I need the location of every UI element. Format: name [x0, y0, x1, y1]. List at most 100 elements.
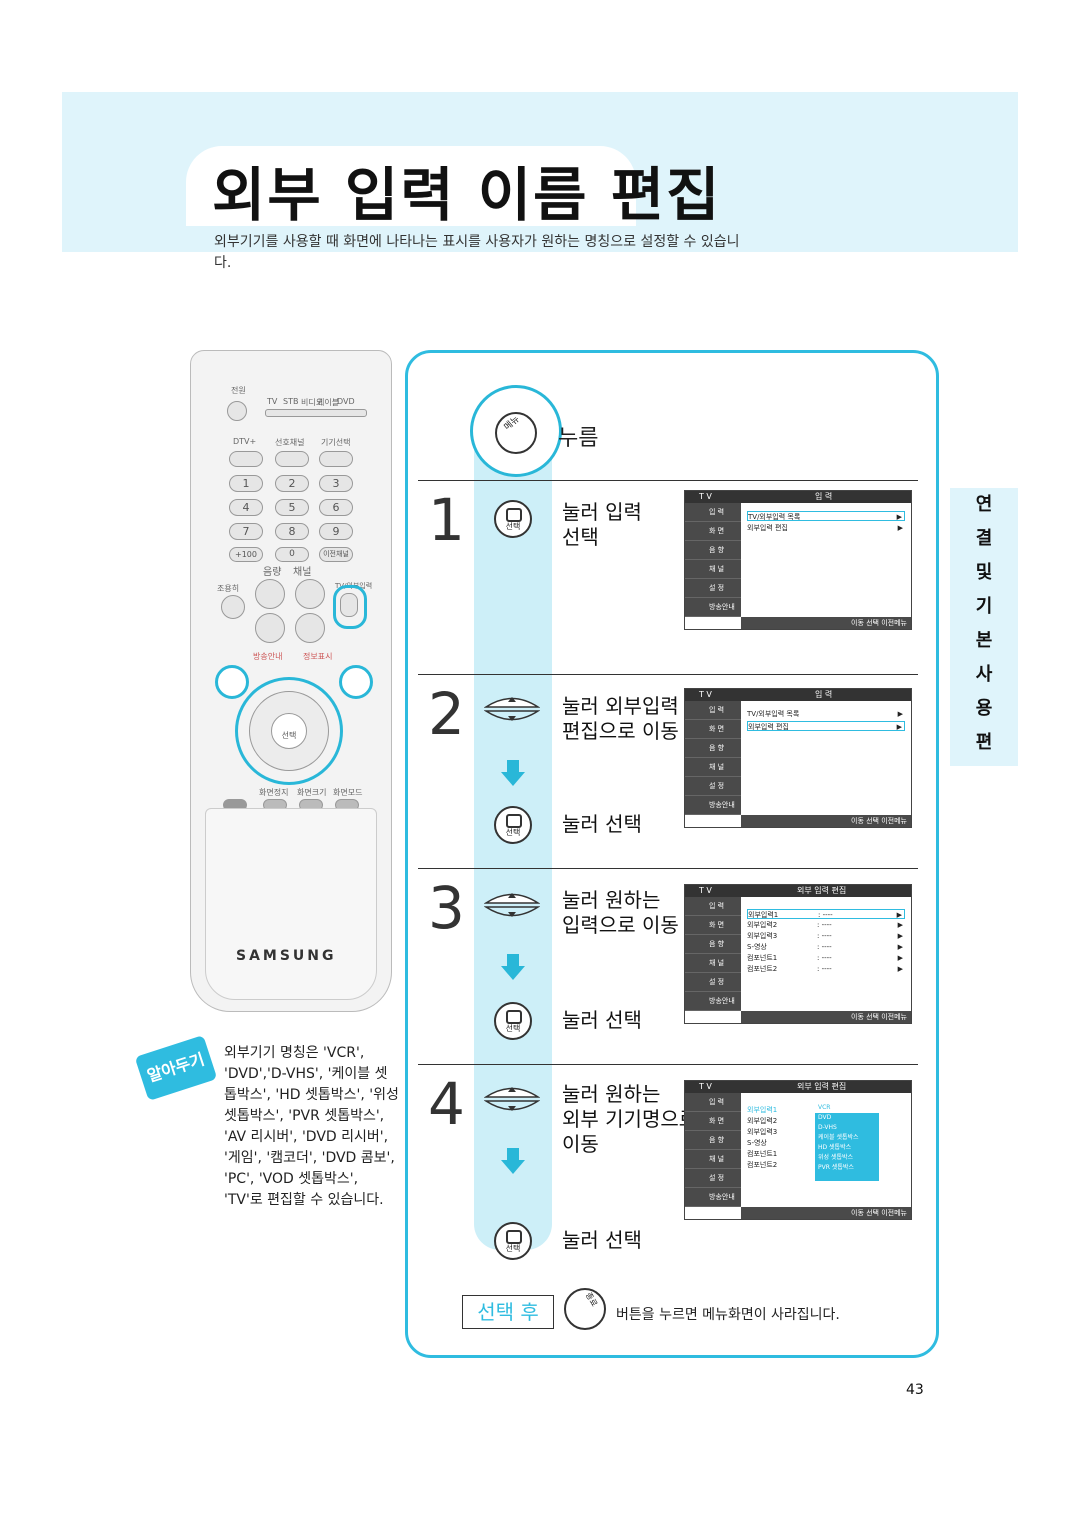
step2-divider	[418, 674, 918, 675]
remote-lower-cover	[205, 808, 377, 1000]
prev-channel-button: 이전채널	[319, 547, 353, 562]
after-select-text: 버튼을 누르면 메뉴화면이 사라집니다.	[616, 1307, 840, 1323]
exit-button-illustration: 종료	[564, 1288, 606, 1330]
mode-label-dvd: DVD	[337, 397, 355, 406]
page-subtitle: 외부기기를 사용할 때 화면에 나타나는 표시를 사용자가 원하는 명칭으로 설…	[214, 234, 740, 271]
side-char: 용	[975, 698, 993, 719]
side-char: 기	[975, 596, 993, 617]
device-label: 기기선택	[321, 438, 351, 447]
updown-button-icon	[484, 1087, 540, 1111]
volume-up-button	[255, 579, 285, 609]
side-char: 편	[975, 732, 993, 753]
tv-row: S-영상: ----▶	[747, 943, 903, 951]
step4-ok-button: 선택	[494, 1222, 532, 1260]
section-side-tab: 연 결 및 기 본 사 용 편	[950, 488, 1018, 766]
num-button-5: 5	[275, 499, 309, 516]
size-label: 화면크기	[297, 788, 327, 797]
num-button-7: 7	[229, 523, 263, 540]
num-button-100: +100	[229, 547, 263, 562]
tv-row: 컴포넌트1	[747, 1150, 778, 1158]
step3-sub: 눌러 선택	[562, 1008, 642, 1032]
volume-down-button	[255, 613, 285, 643]
tv-footer: 이동 선택 이전메뉴	[741, 1011, 911, 1023]
ok-label: 선택	[505, 828, 521, 837]
tv-row: 외부입력 편집▶	[747, 524, 903, 532]
side-char: 본	[975, 630, 993, 651]
tv-row: TV/외부입력 목록▶	[747, 511, 905, 521]
step3-arrow-icon	[501, 966, 525, 980]
title-tab	[186, 146, 636, 226]
tv-ext-button	[340, 593, 358, 617]
side-char: 사	[975, 664, 993, 685]
mode-label-video: 비디오	[301, 398, 324, 407]
step3-line2: 입력으로 이동	[562, 913, 679, 937]
tv-ext-highlight	[333, 585, 367, 629]
after-select-label: 선택 후	[462, 1295, 554, 1329]
step4-line3: 이동	[562, 1132, 599, 1156]
step1-divider	[418, 480, 918, 481]
channel-down-button	[295, 613, 325, 643]
step4-line1: 눌러 원하는	[562, 1082, 661, 1106]
dtv-button	[229, 451, 263, 467]
page-title: 외부 입력 이름 편집	[212, 161, 722, 229]
mode-label: 화면모드	[333, 788, 363, 797]
num-button-0: 0	[275, 547, 309, 562]
step2-arrow-icon	[501, 772, 525, 786]
step2-ok-button: 선택	[494, 806, 532, 844]
volume-label: 음량	[263, 567, 282, 578]
ok-button: 선택	[271, 713, 307, 749]
tv-footer: 이동 선택 이전메뉴	[741, 815, 911, 827]
tv-row: 컴포넌트1: ----▶	[747, 954, 903, 962]
dtv-label: DTV+	[233, 437, 257, 446]
step4-divider	[418, 1064, 918, 1065]
step4-number: 4	[428, 1070, 465, 1138]
step4-line2: 외부 기기명으로	[562, 1107, 698, 1131]
num-button-3: 3	[319, 475, 353, 492]
tv-row: TV/외부입력 목록▶	[747, 710, 903, 718]
num-button-6: 6	[319, 499, 353, 516]
step2-line2: 편집으로 이동	[562, 719, 679, 743]
exit-highlight	[339, 665, 373, 699]
press-text: 누름	[558, 426, 599, 451]
info-label: 정보표시	[303, 652, 333, 661]
power-label: 전원	[231, 386, 246, 395]
step1-line2: 선택	[562, 525, 599, 549]
num-button-8: 8	[275, 523, 309, 540]
step3-arrow-stem	[507, 954, 519, 966]
num-button-2: 2	[275, 475, 309, 492]
menu-button-illustration: 메뉴	[470, 385, 562, 477]
step1-text: 눌러 입력 선택	[562, 500, 642, 550]
step1-line1: 눌러 입력	[562, 500, 642, 524]
tv-row: S-영상	[747, 1139, 767, 1147]
step3-number: 3	[428, 874, 465, 942]
fav-button	[275, 451, 309, 467]
device-button	[319, 451, 353, 467]
exit-label: 종료	[583, 1290, 599, 1309]
channel-up-button	[295, 579, 325, 609]
step2-sub: 눌러 선택	[562, 812, 642, 836]
step3-divider	[418, 868, 918, 869]
side-char: 결	[975, 528, 993, 549]
power-button	[227, 401, 247, 421]
tv-row: 컴포넌트2: ----▶	[747, 965, 903, 973]
flow-strip	[474, 450, 552, 1250]
step3-line1: 눌러 원하는	[562, 888, 661, 912]
step4-text: 눌러 원하는 외부 기기명으로 이동	[562, 1082, 697, 1157]
num-button-4: 4	[229, 499, 263, 516]
tv-row: 외부입력 편집▶	[747, 721, 905, 731]
side-char: 및	[975, 562, 993, 583]
tip-text: 외부기기 명칭은 'VCR', 'DVD','D-VHS', '케이블 셋톱박스…	[224, 1045, 399, 1208]
mode-label-stb: STB	[283, 397, 299, 406]
step4-sub: 눌러 선택	[562, 1228, 642, 1252]
step1-number: 1	[428, 486, 465, 554]
menu-highlight	[215, 665, 249, 699]
mute-label: 조용히	[217, 584, 240, 593]
mute-button	[221, 595, 245, 619]
tv-row: 외부입력1	[747, 1106, 778, 1114]
